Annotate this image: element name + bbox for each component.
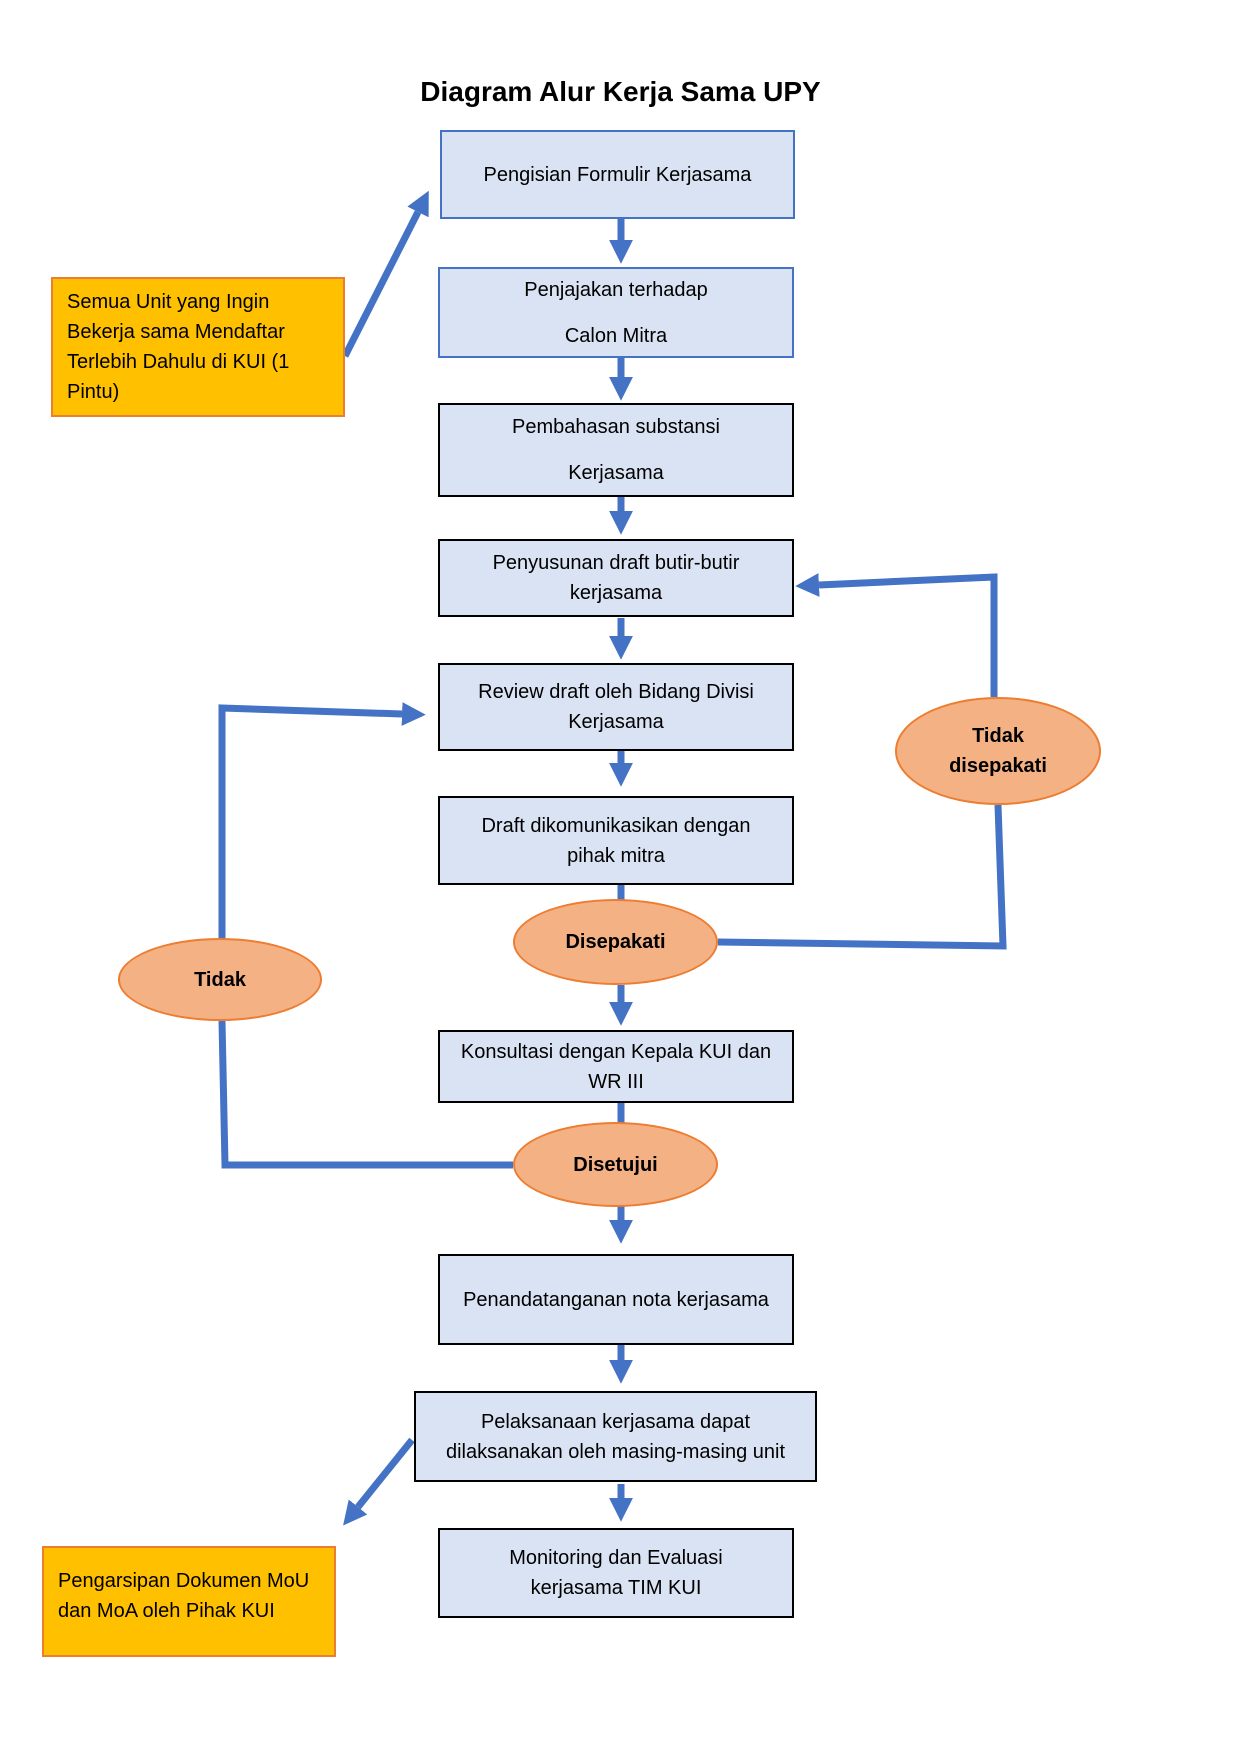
step-4-line-1: Penyusunan draft butir-butir [492, 552, 740, 574]
step-review-draft: Review draft oleh Bidang Divisi Kerjasam… [438, 663, 794, 751]
note-registration-text: Semua Unit yang Ingin Bekerja sama Menda… [67, 291, 290, 403]
step-penjajakan: Penjajakan terhadap Calon Mitra [438, 267, 794, 358]
step-3-line-2: Kerjasama [568, 462, 664, 484]
step-6-line-1: Draft dikomunikasikan dengan [481, 814, 751, 837]
step-konsultasi: Konsultasi dengan Kepala KUI dan WR III [438, 1030, 794, 1103]
step-8-line-1: Penandatanganan nota kerjasama [463, 1288, 769, 1311]
step-10-line-2: kerjasama TIM KUI [530, 1577, 702, 1599]
arrow-tidak-to-step-5 [218, 702, 426, 940]
step-6-line-2: pihak mitra [567, 844, 665, 867]
decision-disetujui: Disetujui [513, 1122, 718, 1207]
step-9-line-1: Pelaksanaan kerjasama dapat [480, 1410, 751, 1433]
decision-tidak-disepakati: Tidak disepakati [895, 697, 1101, 805]
step-1-line-1: Pengisian Formulir Kerjasama [483, 163, 752, 186]
diagram-title: Diagram Alur Kerja Sama UPY [420, 76, 821, 107]
decision-tidak-label: Tidak [194, 968, 246, 991]
step-7-line-1: Konsultasi dengan Kepala KUI dan [460, 1040, 772, 1063]
step-penyusunan-draft: Penyusunan draft butir-butir kerjasama [438, 539, 794, 617]
decision-tidak-disepakati-line-1: Tidak [972, 725, 1024, 747]
note-archiving: Pengarsipan Dokumen MoU dan MoA oleh Pih… [42, 1546, 336, 1657]
step-penandatanganan: Penandatanganan nota kerjasama [438, 1254, 794, 1345]
decision-tidak-disepakati-line-2: disepakati [949, 755, 1047, 777]
decision-disepakati-label: Disepakati [565, 931, 666, 953]
step-2-line-1: Penjajakan terhadap [524, 278, 708, 301]
step-4-line-2: kerjasama [569, 582, 663, 604]
connector-disepakati-to-tidak-disepakati [717, 804, 1007, 950]
step-5-line-1: Review draft oleh Bidang Divisi [478, 681, 754, 703]
connector-disetujui-to-tidak [218, 1020, 513, 1169]
arrow-note-to-step-1 [341, 190, 429, 358]
step-9-line-2: dilaksanakan oleh masing-masing unit [445, 1440, 786, 1463]
note-registration: Semua Unit yang Ingin Bekerja sama Menda… [51, 277, 345, 417]
step-pelaksanaan: Pelaksanaan kerjasama dapat dilaksanakan… [414, 1391, 817, 1482]
step-draft-dikomunikasikan: Draft dikomunikasikan dengan pihak mitra [438, 796, 794, 885]
step-pengisian-formulir: Pengisian Formulir Kerjasama [440, 130, 795, 219]
decision-tidak: Tidak [118, 938, 322, 1021]
step-pembahasan-substansi: Pembahasan substansi Kerjasama [438, 403, 794, 497]
step-2-line-2: Calon Mitra [564, 324, 668, 347]
step-3-line-1: Pembahasan substansi [512, 416, 720, 438]
arrow-tidak-disepakati-to-step-4 [795, 573, 998, 697]
step-5-line-2: Kerjasama [568, 711, 664, 733]
step-7-line-2: WR III [588, 1070, 644, 1093]
step-10-line-1: Monitoring dan Evaluasi [509, 1547, 723, 1569]
decision-disepakati: Disepakati [513, 899, 718, 985]
arrow-step-9-to-archiving [343, 1437, 415, 1526]
note-archiving-text: Pengarsipan Dokumen MoU dan MoA oleh Pih… [58, 1570, 310, 1622]
decision-disetujui-label: Disetujui [573, 1153, 658, 1176]
step-monitoring-evaluasi: Monitoring dan Evaluasi kerjasama TIM KU… [438, 1528, 794, 1618]
